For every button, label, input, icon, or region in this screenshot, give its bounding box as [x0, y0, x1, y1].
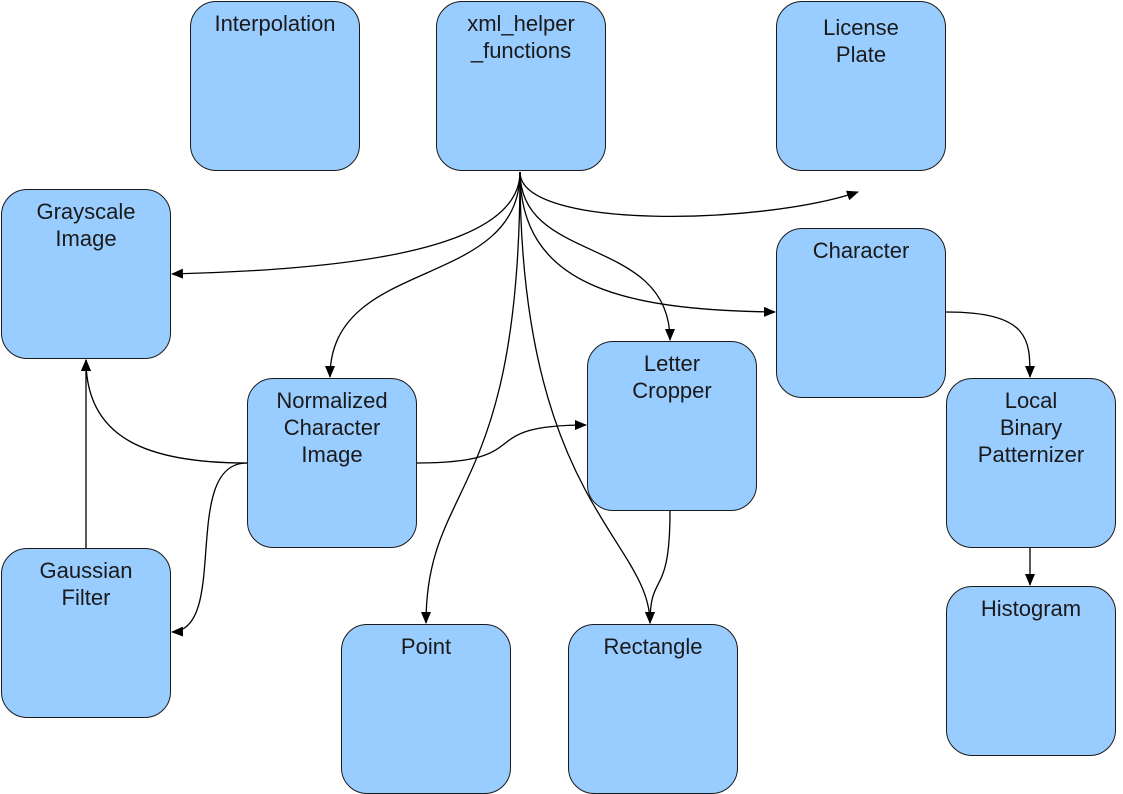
node-interpolation[interactable]: Interpolation [190, 1, 360, 171]
node-grayscale-image[interactable]: Grayscale Image [1, 189, 171, 359]
node-gaussian-filter[interactable]: Gaussian Filter [1, 548, 171, 718]
edge-normalized-character-image-to-letter-cropper [416, 420, 587, 464]
node-local-binary-patternizer[interactable]: Local Binary Patternizer [946, 378, 1116, 548]
edge-letter-cropper-to-rectangle [645, 510, 671, 624]
node-letter-cropper[interactable]: Letter Cropper [587, 341, 757, 511]
node-rectangle[interactable]: Rectangle [568, 624, 738, 794]
edge-xml-helper-functions-to-letter-cropper [519, 171, 675, 341]
edge-xml-helper-functions-to-grayscale-image [171, 171, 521, 279]
node-xml-helper-functions[interactable]: xml_helper _functions [436, 1, 606, 171]
edge-character-to-local-binary-patternizer [945, 311, 1035, 378]
edge-xml-helper-functions-to-character [519, 171, 776, 317]
edge-xml-helper-functions-to-license-plate [519, 171, 859, 217]
edge-normalized-character-image-to-gaussian-filter [171, 462, 248, 637]
node-point[interactable]: Point [341, 624, 511, 794]
edge-normalized-character-image-to-grayscale-image [81, 359, 248, 464]
node-character[interactable]: Character [776, 228, 946, 398]
node-normalized-character-image[interactable]: Normalized Character Image [247, 378, 417, 548]
node-histogram[interactable]: Histogram [946, 586, 1116, 756]
node-license-plate[interactable]: License Plate [776, 1, 946, 171]
edge-xml-helper-functions-to-normalized-character-image [325, 171, 521, 378]
edge-xml-helper-functions-to-point [421, 171, 521, 624]
